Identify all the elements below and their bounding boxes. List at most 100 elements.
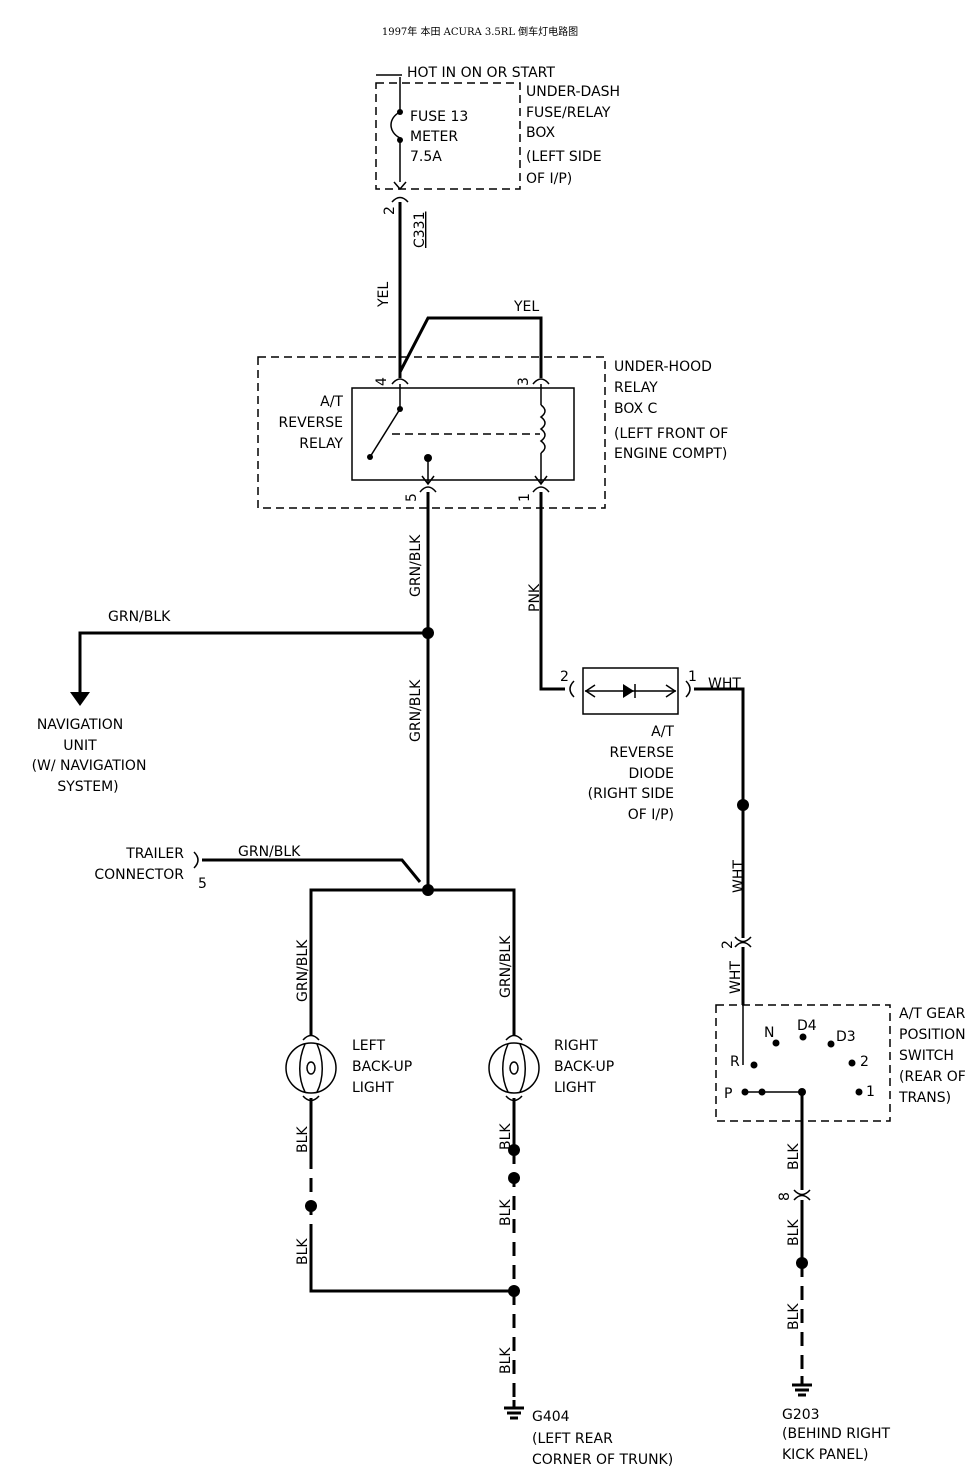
grn-blk-label-left: GRN/BLK <box>295 939 311 1002</box>
right-light-line-1: RIGHT <box>554 1038 598 1054</box>
wht-label-1: WHT <box>708 676 741 692</box>
left-light-line-2: BACK-UP <box>352 1059 412 1075</box>
left-light-line-3: LIGHT <box>352 1080 394 1096</box>
diagram-title: 1997年 本田 ACURA 3.5RL 倒车灯电路图 <box>382 25 578 38</box>
switch-pos-r: R <box>730 1054 740 1070</box>
blk-label-left-1: BLK <box>295 1126 311 1153</box>
fuse-box-line-2: FUSE/RELAY <box>526 105 611 121</box>
trailer-pin: 5 <box>198 876 207 892</box>
fuse-box-line-5: OF I/P) <box>526 171 572 187</box>
yel-wire-label-2: YEL <box>513 299 539 315</box>
connector-c331-label: C331 <box>412 212 428 249</box>
nav-line-2: UNIT <box>63 738 97 754</box>
switch-name-3: SWITCH <box>899 1048 954 1064</box>
fuse-box-outline <box>375 82 521 190</box>
trailer-line-1: TRAILER <box>125 846 184 862</box>
splice-right-blk-2 <box>508 1172 520 1184</box>
switch-pos-1: 1 <box>866 1084 875 1100</box>
grn-blk-label-trailer: GRN/BLK <box>238 844 301 860</box>
grn-blk-trailer-wire <box>202 858 422 883</box>
relay-box-line-1: UNDER-HOOD <box>614 359 712 375</box>
blk-label-g404: BLK <box>498 1347 514 1374</box>
splice-right-blk-1 <box>508 1144 520 1156</box>
left-backup-light-bulb-icon <box>285 1034 337 1102</box>
fuse-line-3: 7.5A <box>410 149 442 165</box>
switch-name-4: (REAR OF <box>899 1069 966 1085</box>
blk-label-sw-2: BLK <box>786 1219 802 1246</box>
switch-pos-n: N <box>764 1025 774 1041</box>
diode-name-2: REVERSE <box>610 745 674 761</box>
fuse-box-line-4: (LEFT SIDE <box>526 149 602 165</box>
relay-box-line-4: (LEFT FRONT OF <box>614 426 728 442</box>
relay-body <box>351 387 575 481</box>
fuse-icon <box>390 77 407 191</box>
switch-pos-2: 2 <box>860 1054 869 1070</box>
splice-left-blk <box>305 1200 317 1212</box>
relay-coil-icon <box>539 384 546 484</box>
left-light-line-1: LEFT <box>352 1038 385 1054</box>
blk-label-right-1: BLK <box>498 1123 514 1150</box>
wht-label-3: WHT <box>728 961 744 994</box>
fuse-box-line-3: BOX <box>526 125 555 141</box>
relay-name-1: A/T <box>320 394 343 410</box>
relay-pin-4: 4 <box>374 377 390 386</box>
splice-wht <box>737 799 749 811</box>
connector-c331: 2 C331 <box>382 196 428 249</box>
nav-arrow-icon <box>70 692 90 706</box>
switch-pin-2: 2 <box>720 940 736 949</box>
ground-g203-icon <box>792 1376 812 1397</box>
fuse-pin-label: 2 <box>382 206 398 215</box>
fuse-box-line-1: UNDER-DASH <box>526 84 620 100</box>
switch-pos-p: P <box>724 1086 732 1102</box>
fuse-relay-box: HOT IN ON OR START FUSE 13 METER 7.5A UN… <box>375 65 620 191</box>
pnk-wire <box>539 492 565 691</box>
ground-g404-icon <box>504 1400 524 1420</box>
wht-wire-1 <box>694 687 745 938</box>
nav-line-4: SYSTEM) <box>57 779 118 795</box>
relay-box-outline <box>257 356 606 509</box>
diode-name-1: A/T <box>651 724 674 740</box>
blk-label-sw-1: BLK <box>786 1143 802 1170</box>
diode-icon <box>584 684 677 698</box>
switch-pos-d4: D4 <box>797 1018 817 1034</box>
nav-line-1: NAVIGATION <box>37 717 123 733</box>
relay-box-line-5: ENGINE COMPT) <box>614 446 727 462</box>
fuse-line-1: FUSE 13 <box>410 109 468 125</box>
relay-pin-3: 3 <box>516 377 532 386</box>
fuse-line-2: METER <box>410 129 458 145</box>
switch-name-5: TRANS) <box>898 1090 951 1106</box>
g203-line-2: (BEHIND RIGHT <box>782 1426 891 1442</box>
yel-wire-label-1: YEL <box>376 282 392 308</box>
yel-wire-2 <box>398 316 543 378</box>
hot-label: HOT IN ON OR START <box>407 65 555 81</box>
diode-body <box>582 667 679 715</box>
g404-line-3: CORNER OF TRUNK) <box>532 1452 673 1468</box>
pnk-label: PNK <box>527 583 543 612</box>
relay-name-3: RELAY <box>299 436 343 452</box>
switch-name-1: A/T GEAR <box>899 1006 966 1022</box>
grn-blk-label-2: GRN/BLK <box>408 679 424 742</box>
reverse-diode: 2 1 A/T REVERSE DIODE (RIGHT SIDE OF I/P… <box>560 667 697 823</box>
g203-line-1: G203 <box>782 1407 820 1423</box>
diode-name-5: OF I/P) <box>628 807 674 823</box>
switch-name-2: POSITION <box>899 1027 966 1043</box>
blk-label-left-2: BLK <box>295 1238 311 1265</box>
right-light-line-3: LIGHT <box>554 1080 596 1096</box>
relay-box-line-2: RELAY <box>614 380 658 396</box>
g404-line-2: (LEFT REAR <box>532 1431 613 1447</box>
grn-blk-label-right: GRN/BLK <box>498 935 514 998</box>
right-light-line-2: BACK-UP <box>554 1059 614 1075</box>
relay-box-line-3: BOX C <box>614 401 658 417</box>
relay-name-2: REVERSE <box>279 415 343 431</box>
nav-line-3: (W/ NAVIGATION <box>32 758 147 774</box>
g404-line-1: G404 <box>532 1409 570 1425</box>
relay-switch-icon <box>367 384 540 460</box>
g203-line-3: KICK PANEL) <box>782 1447 868 1463</box>
wht-label-2: WHT <box>731 860 747 893</box>
right-backup-light-bulb-icon <box>488 1034 540 1102</box>
blk-label-right-2: BLK <box>498 1199 514 1226</box>
grn-blk-label-nav: GRN/BLK <box>108 609 171 625</box>
relay-box-c: UNDER-HOOD RELAY BOX C (LEFT FRONT OF EN… <box>257 356 728 509</box>
blk-label-sw-3: BLK <box>786 1303 802 1330</box>
